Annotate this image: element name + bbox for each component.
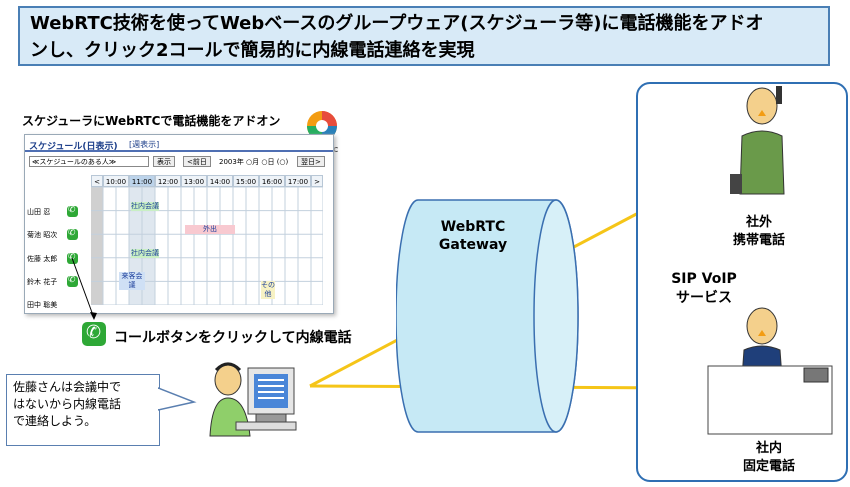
header-rule <box>25 150 333 152</box>
title-line-2: ンし、クリック2コールで簡易的に内線電話連絡を実現 <box>30 40 475 61</box>
date-text: 2003年 ○月 ○日 (○) <box>219 158 289 166</box>
sip-label: SIP VoIP サービス <box>671 271 737 306</box>
event-block[interactable]: 社内会議 <box>131 202 159 211</box>
event-block[interactable]: 社内会議 <box>131 249 159 258</box>
call-button-icon[interactable] <box>67 228 78 240</box>
event-block[interactable]: その他 <box>261 281 275 299</box>
call-caption: コールボタンをクリックして内線電話 <box>114 330 352 346</box>
event-block[interactable]: 外出 <box>185 225 235 234</box>
schedule-select[interactable]: ≪スケジュールのある人≫ <box>29 156 149 167</box>
person-name: 佐藤 太郎 <box>27 255 58 263</box>
prev-day-button[interactable]: <前日 <box>183 156 211 167</box>
scheduler-header: スケジュール(日表示) <box>29 142 118 152</box>
call-button-icon[interactable] <box>67 205 78 217</box>
person-name: 菊池 昭次 <box>27 231 58 239</box>
desk-user-icon <box>707 307 833 435</box>
speech-bubble: 佐藤さんは会議中で はないから内線電話 で連絡しよう。 <box>6 374 160 446</box>
operator-icon <box>209 362 297 437</box>
title-box: WebRTC技術を使ってWebベースのグループウェア(スケジューラ等)に電話機能… <box>18 6 830 66</box>
title-line-1: WebRTC技術を使ってWebベースのグループウェア(スケジューラ等)に電話機能… <box>30 13 764 34</box>
week-view-link[interactable]: [週表示] <box>129 140 160 149</box>
call-button-icon[interactable] <box>67 275 78 287</box>
bubble-text: 佐藤さんは会議中で はないから内線電話 で連絡しよう。 <box>13 380 122 428</box>
bubble-tail <box>158 387 197 411</box>
call-button-large-icon <box>82 322 106 346</box>
show-button[interactable]: 表示 <box>153 156 175 167</box>
person-name: 山田 忍 <box>27 208 51 216</box>
event-block[interactable]: 来客会議 <box>119 272 145 290</box>
scheduler-window: スケジュール(日表示) [週表示] ≪スケジュールのある人≫ 表示 <前日 20… <box>24 134 334 314</box>
gateway-cylinder <box>396 199 579 433</box>
gateway-label: WebRTC Gateway <box>438 219 508 253</box>
person-name: 田中 聡美 <box>27 301 58 309</box>
external-phone-label: 社外 携帯電話 <box>732 215 785 248</box>
person-name: 鈴木 花子 <box>27 278 58 286</box>
internal-phone-label: 社内 固定電話 <box>742 441 795 474</box>
mobile-user-icon <box>730 86 785 195</box>
scheduler-caption: スケジューラにWebRTCで電話機能をアドオン <box>22 114 281 128</box>
next-day-button[interactable]: 翌日> <box>297 156 325 167</box>
